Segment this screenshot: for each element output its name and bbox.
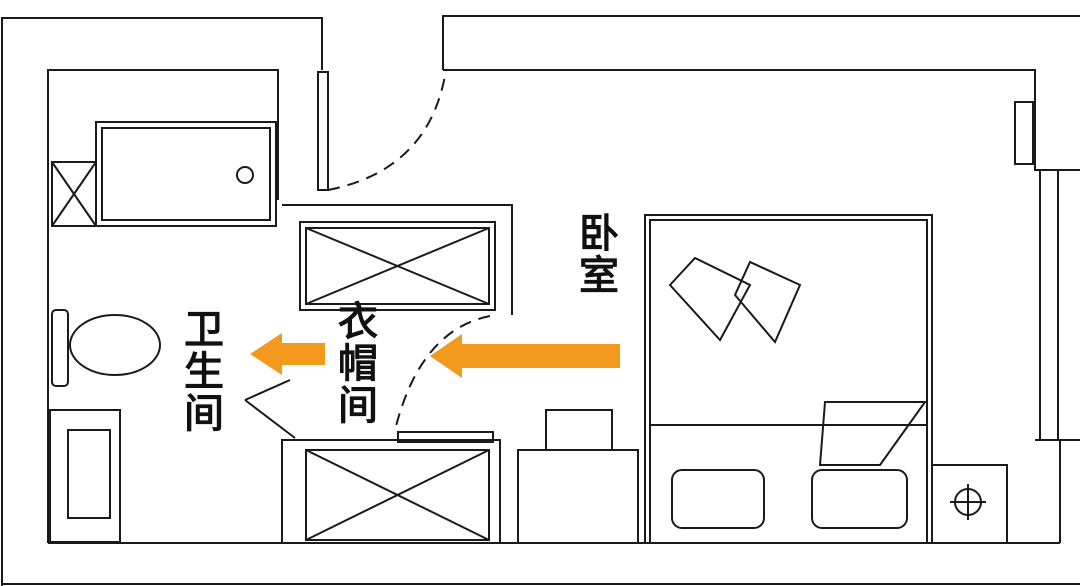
sink [49, 409, 121, 543]
arrow-to-closet [430, 334, 620, 378]
arrow-to-bathroom [250, 333, 325, 375]
bathroom-door [244, 379, 296, 439]
bathroom-label: 卫生间 [177, 308, 223, 434]
entry-door [317, 69, 447, 191]
bed [644, 214, 933, 544]
closet-label: 衣帽间 [331, 300, 377, 426]
bathtub [95, 121, 277, 227]
radiator [1014, 101, 1034, 165]
wardrobe-top [282, 204, 513, 431]
toilet [51, 309, 161, 387]
walls [1, 15, 1080, 586]
shower [51, 161, 97, 227]
wardrobe-bottom [281, 431, 501, 544]
desk [517, 409, 639, 544]
nightstand [931, 464, 1008, 544]
bedroom-label: 卧室 [572, 212, 618, 296]
